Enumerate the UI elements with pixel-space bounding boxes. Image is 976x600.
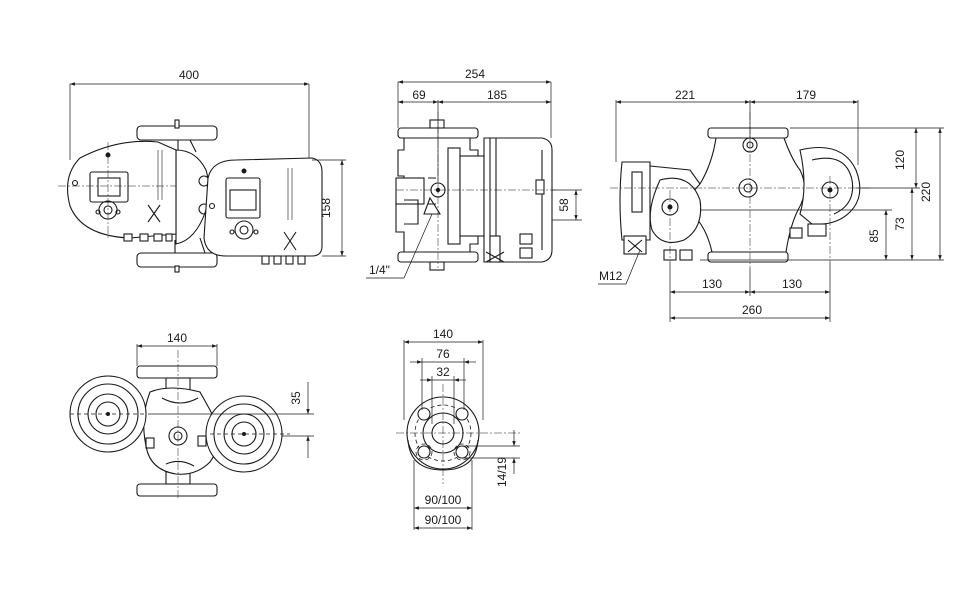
front-view: 400 158 (58, 68, 346, 273)
dim-rear-120: 120 (893, 150, 907, 170)
side-view: 254 69 185 58 1/4" (366, 67, 582, 279)
dim-top-140: 140 (167, 331, 187, 345)
label-bolt: M12 (599, 269, 623, 283)
label-thread: 1/4" (369, 263, 390, 277)
dim-rear-85: 85 (867, 229, 881, 243)
dim-flange-14-19: 14/19 (495, 457, 509, 487)
dim-side-58: 58 (557, 198, 571, 212)
dim-rear-220: 220 (919, 182, 933, 202)
dim-flange-32: 32 (436, 365, 450, 379)
flange-view: 140 76 32 14/19 90/100 90/100 (396, 327, 520, 530)
dim-side-right: 185 (487, 88, 507, 102)
dim-rear-221: 221 (675, 88, 695, 102)
dim-front-width: 400 (179, 68, 199, 82)
dim-flange-90-100b: 90/100 (425, 513, 462, 527)
top-view: 140 35 (69, 331, 314, 500)
rear-view: 221 179 120 220 73 85 M12 130 130 260 (598, 88, 944, 322)
dim-rear-130b: 130 (782, 277, 802, 291)
dim-flange-90-100a: 90/100 (425, 493, 462, 507)
dim-front-height: 158 (319, 198, 333, 218)
dim-rear-130a: 130 (702, 277, 722, 291)
dim-rear-73: 73 (893, 217, 907, 231)
dim-side-total: 254 (465, 67, 485, 81)
dim-rear-179: 179 (796, 88, 816, 102)
dim-side-left: 69 (412, 88, 426, 102)
dim-top-35: 35 (289, 391, 303, 405)
dim-rear-260: 260 (742, 303, 762, 317)
dim-flange-140: 140 (433, 327, 453, 341)
dim-flange-76: 76 (436, 347, 450, 361)
